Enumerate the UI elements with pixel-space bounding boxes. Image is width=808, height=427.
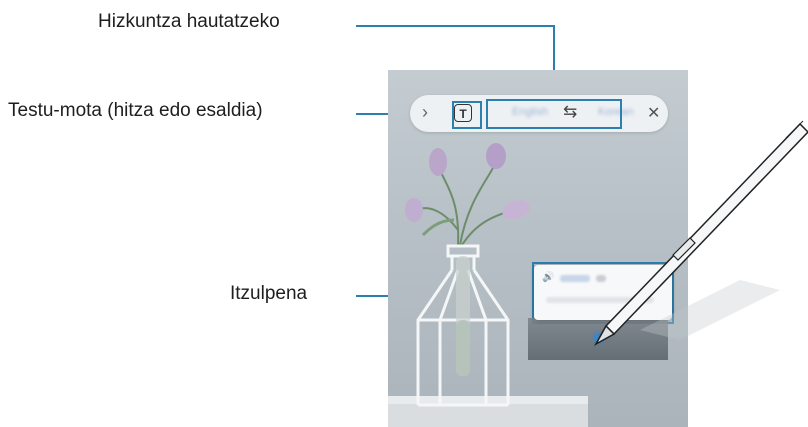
source-language-selector[interactable]: English <box>512 106 549 118</box>
pen-tip-indicator <box>594 333 604 343</box>
translation-popup: 🔊 <box>534 265 672 320</box>
leader-language-select <box>356 25 554 27</box>
leader-language-select-vertical <box>553 25 555 100</box>
text-type-button[interactable]: T <box>454 104 472 122</box>
language-selector-highlight <box>486 99 622 129</box>
translated-word-blur-2 <box>596 275 606 282</box>
phone-screen: › T English ⇆ Korean ✕ 🔊 <box>388 70 688 427</box>
text-type-icon: T <box>459 107 467 121</box>
callout-text-type: Testu-mota (hitza edo esaldia) <box>8 100 263 121</box>
text-type-highlight <box>452 101 482 129</box>
speaker-icon[interactable]: 🔊 <box>542 272 555 283</box>
close-icon[interactable]: ✕ <box>647 105 661 122</box>
callout-translation: Itzulpena <box>230 283 308 304</box>
swap-languages-icon[interactable]: ⇆ <box>563 102 578 121</box>
callout-language-select: Hizkuntza hautatzeko <box>98 11 280 32</box>
tulip-vase-illustration <box>388 143 588 427</box>
target-language-selector[interactable]: Korean <box>598 106 634 118</box>
translated-word-blur <box>560 275 590 282</box>
back-chevron-icon[interactable]: › <box>422 102 428 122</box>
translation-detail-blur <box>546 297 654 303</box>
